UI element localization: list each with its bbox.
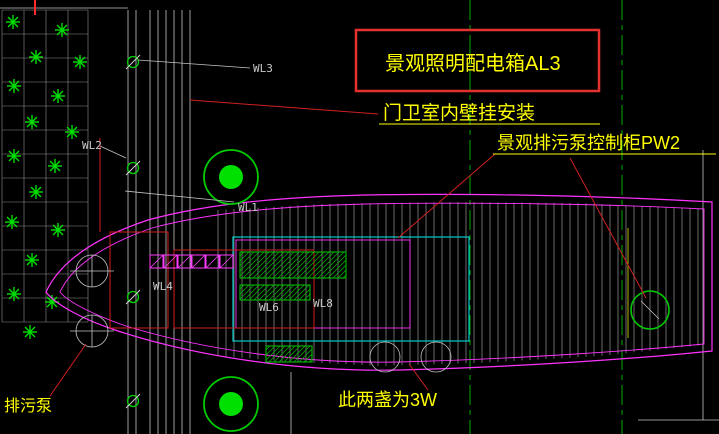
- planting-grid: [1, 9, 89, 323]
- wl4-label: WL4: [153, 280, 173, 293]
- wl8-label: WL8: [313, 297, 333, 310]
- pump-cabinet-leader-2: [569, 157, 647, 299]
- landscape-light-bottom: [203, 376, 259, 432]
- wl3-label: WL3: [253, 62, 273, 75]
- detail-rect-red-1: [109, 231, 169, 329]
- callout-box: [354, 28, 601, 93]
- wl3-leader: [137, 59, 251, 69]
- wl1-leader: [124, 190, 235, 203]
- pump-cabinet-label-text: 景观排污泵控制柜PW2: [497, 133, 680, 153]
- pool-outline-inner: [59, 202, 705, 363]
- landscape-light-top: [203, 149, 259, 205]
- panel-label-text: 景观照明配电箱AL3: [385, 52, 561, 75]
- pump-control-circle: [630, 290, 670, 330]
- pool-outline-outer: [45, 193, 713, 371]
- pool-hatch: [217, 202, 699, 366]
- detail-rect-red-2: [173, 249, 315, 329]
- lamp-3w-circle-2: [420, 341, 452, 373]
- panel-note-text: 门卫室内壁挂安装: [383, 102, 535, 124]
- pump-cabinet-leader-1: [397, 153, 496, 239]
- detail-rect-magenta: [235, 239, 411, 329]
- tree-symbols: [5, 15, 87, 339]
- sewage-pump-symbol-2: [70, 314, 114, 348]
- dock-square-row: [149, 254, 234, 269]
- wl2-leader: [99, 145, 127, 159]
- sewage-pump-symbol-1: [70, 254, 114, 288]
- lamp-note-leader: [408, 363, 429, 391]
- green-hatched-areas: [239, 251, 347, 363]
- detail-rect-cyan: [232, 236, 470, 342]
- pump-label-text: 排污泵: [4, 397, 52, 415]
- wl6-label: WL6: [259, 301, 279, 314]
- wl1-label: WL1: [238, 201, 258, 214]
- road-lines: [127, 10, 191, 434]
- lamp-note-text: 此两盏为3W: [338, 390, 437, 410]
- lamp-3w-circle-1: [369, 341, 401, 373]
- wl2-label: WL2: [82, 139, 102, 152]
- guard-room-leader: [189, 99, 379, 115]
- pole-light-symbols: [125, 54, 141, 409]
- pump-label-leader: [49, 343, 87, 397]
